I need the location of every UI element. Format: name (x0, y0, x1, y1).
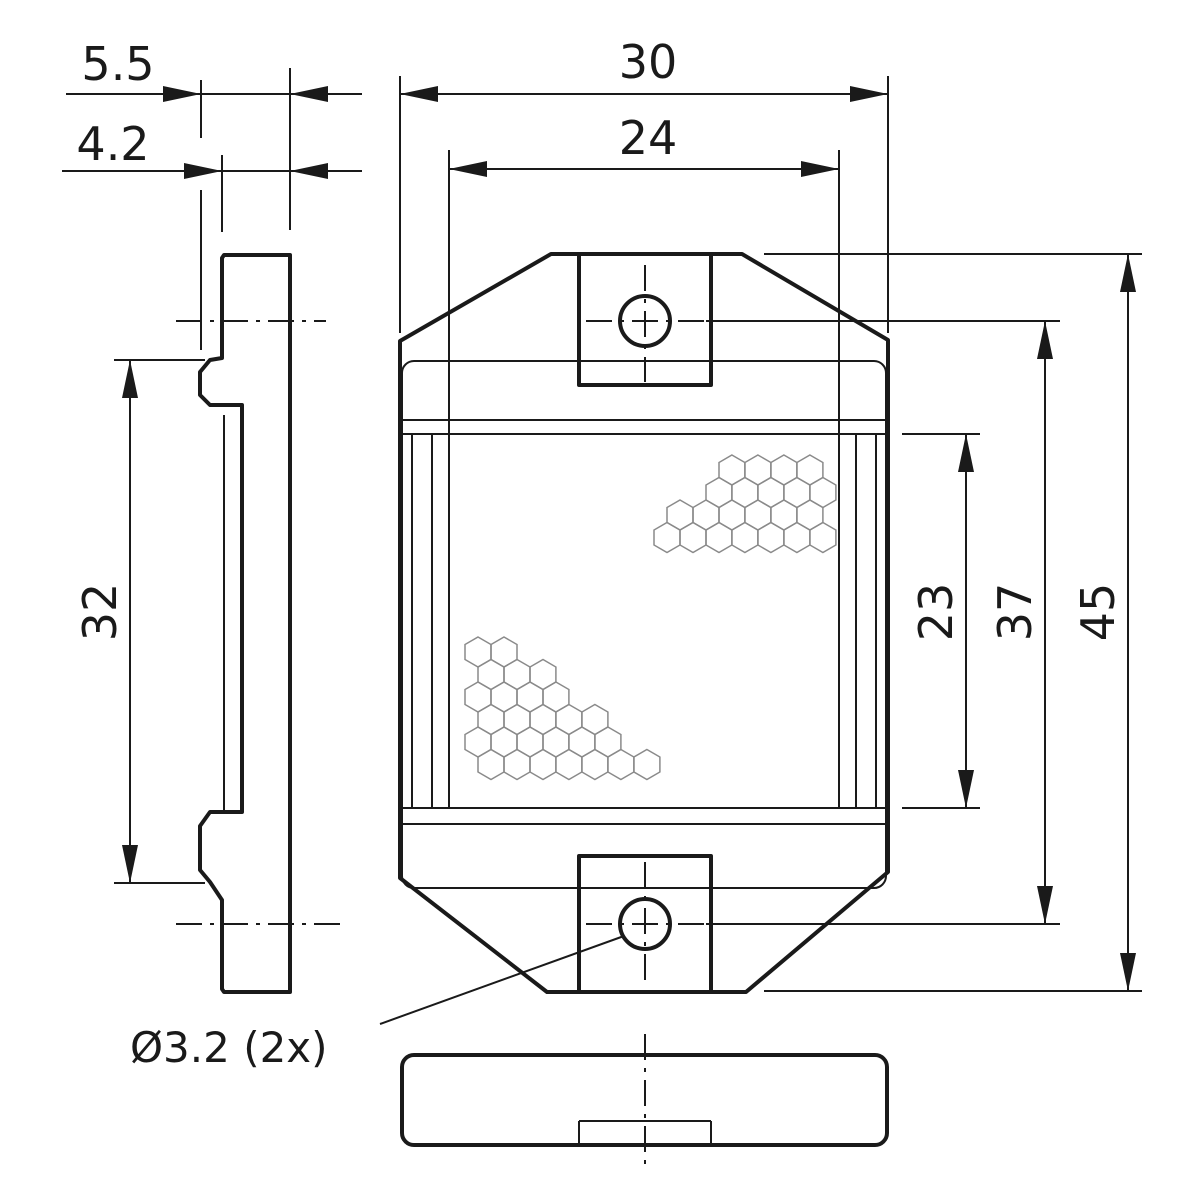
arrow (290, 163, 328, 179)
honeycomb-cell (477, 748, 505, 781)
honeycomb-cell (555, 748, 583, 781)
dim-top-width: 30 (619, 35, 678, 89)
arrow (449, 161, 487, 177)
dim-window-height: 23 (909, 583, 963, 642)
arrow (801, 161, 839, 177)
arrow (122, 845, 138, 883)
mounting-tab-top (577, 252, 713, 387)
reflector-window (411, 433, 877, 809)
honeycomb-cell (809, 521, 837, 554)
arrow (290, 86, 328, 102)
hole-leader-line (379, 935, 625, 1025)
arrow (1037, 321, 1053, 359)
dim-hole-spacing: 37 (988, 583, 1042, 642)
honeycomb-cell (731, 521, 759, 554)
arrow (958, 770, 974, 808)
arrow (1037, 886, 1053, 924)
honeycomb-cell (581, 748, 609, 781)
hole-note: Ø3.2 (2x) (130, 1023, 328, 1072)
arrow (122, 360, 138, 398)
honeycomb-cell (757, 521, 785, 554)
bottom-view (400, 1034, 889, 1170)
side-view-body (198, 253, 292, 994)
honeycomb-cell (679, 521, 707, 554)
honeycomb-cell (653, 521, 681, 554)
arrow (1120, 953, 1136, 991)
arrow (958, 434, 974, 472)
honeycomb-cell (607, 748, 635, 781)
honeycomb-cell (633, 748, 661, 781)
dim-side-body-depth: 4.2 (76, 117, 149, 171)
reflector-honeycomb-upper (653, 454, 837, 554)
honeycomb-cell (705, 521, 733, 554)
honeycomb-cell (529, 748, 557, 781)
side-view: 5.5 4.2 32 (62, 37, 362, 994)
honeycomb-cell (503, 748, 531, 781)
front-view: 30 24 45 37 23 Ø3.2 (2x) (130, 35, 1142, 1072)
honeycomb-cell (783, 521, 811, 554)
arrow (1120, 254, 1136, 292)
dim-side-height: 32 (73, 583, 127, 642)
front-view-body (398, 252, 890, 994)
dim-side-depth: 5.5 (81, 37, 154, 91)
arrow (850, 86, 888, 102)
arrow (184, 163, 222, 179)
arrow (400, 86, 438, 102)
dim-total-height: 45 (1071, 583, 1125, 642)
dim-inner-width: 24 (619, 111, 678, 165)
reflector-honeycomb-lower (464, 636, 661, 781)
arrow (163, 86, 201, 102)
